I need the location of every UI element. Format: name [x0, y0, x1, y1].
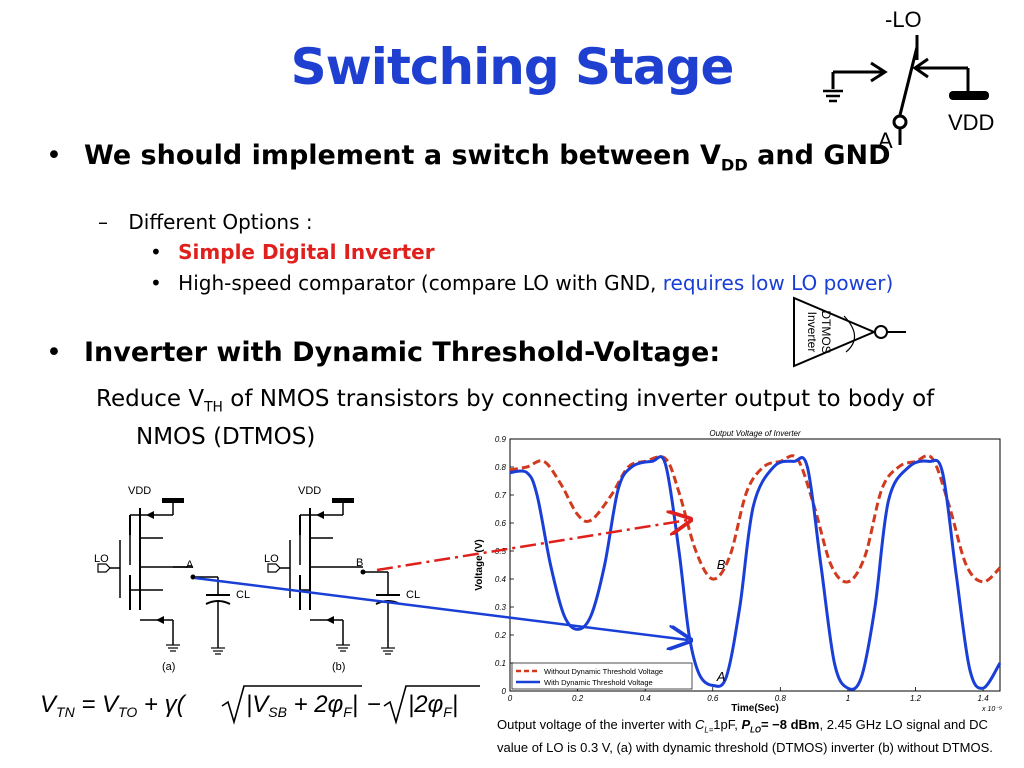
reduce-text: Reduce VTH of NMOS transistors by connec…	[96, 385, 934, 422]
option-1-text: Simple Digital Inverter	[178, 240, 435, 264]
y-tick-label: 0.9	[495, 435, 507, 444]
circuit-a-node: A	[186, 559, 194, 571]
y-tick-label: 0	[502, 687, 507, 696]
legend-label-2: With Dynamic Threshold Voltage	[544, 678, 653, 687]
y-tick-label: 0.5	[495, 547, 507, 556]
dash-label: Different Options :	[128, 210, 313, 234]
chart-annotation-b: B	[717, 557, 726, 572]
threshold-equation: VTN = VTO + γ( |VSB + 2φF| − |2φF|	[40, 685, 480, 725]
circuit-a-lo: LO	[94, 553, 109, 565]
slide-title: Switching Stage	[290, 38, 735, 96]
circuit-a-caption: (a)	[162, 661, 175, 673]
switch-vdd-label: VDD	[948, 110, 994, 135]
y-tick-label: 0.4	[495, 575, 507, 584]
output-voltage-chart: Output Voltage of Inverter 0 0.2 0.4 0.6 0.8 1…	[474, 429, 1002, 714]
x-tick-label: 0.4	[640, 694, 652, 703]
chart-plot-area	[509, 438, 1001, 692]
caption-plo: P	[741, 717, 751, 732]
option-2: • High-speed comparator (compare LO with…	[150, 271, 893, 295]
y-tick-label: 0.3	[495, 603, 507, 612]
option-bullet: •	[150, 271, 162, 295]
caption-text: , 2.45 GHz LO signal and DC value of LO …	[497, 717, 993, 755]
bullet-1-text: We should implement a switch between V	[84, 140, 721, 171]
circuit-b-cl: CL	[406, 589, 420, 601]
series-line-1	[509, 454, 1002, 584]
inverter-label-line2: Inverter	[805, 312, 819, 353]
bullet-dot: •	[46, 140, 62, 171]
legend-label-1: Without Dynamic Threshold Voltage	[544, 667, 663, 676]
chart-title: Output Voltage of Inverter	[709, 429, 801, 438]
bullet-dot: •	[46, 337, 62, 368]
reduce-pre: Reduce V	[96, 386, 205, 412]
chart-x-label: Time(Sec)	[731, 703, 779, 714]
caption-plo-value: = −8 dBm	[760, 717, 820, 732]
y-tick-label: 0.6	[495, 519, 507, 528]
circuit-a-vdd: VDD	[128, 485, 151, 497]
caption-cl-sub: L=	[704, 725, 714, 735]
bullet-1-sub: DD	[720, 155, 748, 175]
circuit-diagrams: VDD LO A CL (a)	[94, 485, 420, 673]
y-tick-label: 0.7	[495, 491, 507, 500]
option-2-highlight: requires low LO power)	[662, 271, 894, 295]
caption-text: Output voltage of the inverter with	[497, 717, 695, 732]
x-tick-label: 0.2	[572, 694, 584, 703]
circuit-a: VDD LO A CL (a)	[94, 485, 250, 673]
option-1: • Simple Digital Inverter	[150, 240, 435, 264]
x-tick-label: 0	[508, 694, 513, 703]
chart-x-exponent: x 10⁻⁹	[981, 706, 1002, 713]
bullet-1-text-end: and GND	[747, 140, 891, 171]
circuit-b-lo: LO	[264, 553, 279, 565]
x-tick-label: 0.6	[707, 694, 719, 703]
caption-plo-sub: LO	[750, 725, 761, 735]
reduce-sub: TH	[204, 399, 223, 416]
x-tick-label: 1.2	[910, 694, 922, 703]
inverter-label-line1: DTMOS	[819, 310, 833, 353]
dash-item: – Different Options :	[98, 210, 313, 234]
circuit-b: VDD LO B CL (b)	[264, 485, 420, 673]
reduce-post: of NMOS transistors by connecting invert…	[222, 386, 935, 412]
circuit-b-vdd: VDD	[298, 485, 321, 497]
circuit-a-cl: CL	[236, 589, 250, 601]
y-tick-label: 0.8	[495, 463, 507, 472]
option-2-text: High-speed comparator (compare LO with G…	[178, 271, 663, 295]
reduce-text-line2: NMOS (DTMOS)	[136, 424, 316, 450]
bullet-1: We should implement a switch between VDD…	[84, 140, 891, 174]
arrow-b-to-curve	[376, 520, 688, 572]
chart-caption: Output voltage of the inverter with CL=1…	[497, 716, 1017, 756]
switch-a-label: A	[878, 128, 893, 153]
dtmos-inverter-symbol: DTMOS Inverter	[793, 296, 906, 368]
x-tick-label: 1.4	[978, 694, 990, 703]
svg-text:|VSB + 2φF|: |VSB + 2φF|	[246, 691, 358, 720]
bullet-2: Inverter with Dynamic Threshold-Voltage:	[84, 337, 721, 368]
dash-mark: –	[98, 210, 108, 234]
circuit-b-caption: (b)	[332, 661, 345, 673]
y-tick-label: 0.1	[495, 659, 506, 668]
switch-symbol: -LO VDD A	[823, 7, 994, 153]
series-line-2	[509, 455, 1002, 691]
y-tick-label: 0.2	[495, 631, 507, 640]
svg-text:−: −	[367, 691, 381, 718]
circuit-b-node: B	[356, 557, 363, 569]
x-tick-label: 0.8	[775, 694, 787, 703]
arrow-a-to-curve	[194, 576, 688, 640]
svg-text:VTN = VTO + γ(: VTN = VTO + γ(	[40, 691, 188, 720]
switch-lo-label: -LO	[885, 7, 922, 32]
chart-annotation-a: A	[716, 669, 726, 684]
option-bullet: •	[150, 240, 162, 264]
chart-legend	[511, 662, 693, 690]
x-tick-label: 1	[846, 694, 850, 703]
caption-text: 1pF,	[713, 717, 742, 732]
chart-y-label: Voltage (V)	[474, 539, 485, 590]
caption-cl: C	[695, 717, 705, 732]
